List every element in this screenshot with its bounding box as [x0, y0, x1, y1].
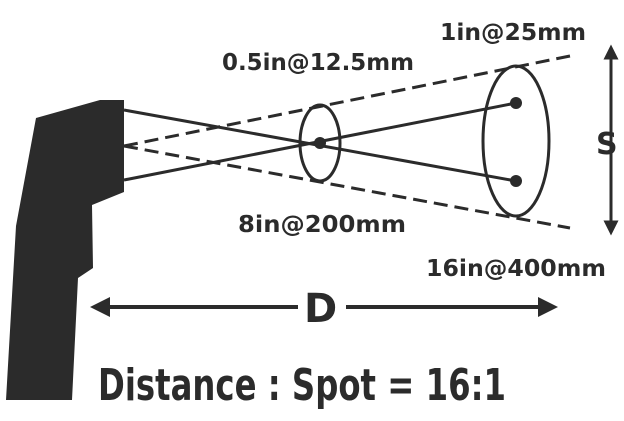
- far-distance-label: 16in@400mm: [426, 256, 606, 282]
- cone-lower-dashed: [123, 144, 571, 230]
- far-spot-dot-lower: [510, 175, 522, 187]
- near-spot-label: 0.5in@12.5mm: [222, 50, 414, 76]
- near-spot-ellipse: [298, 103, 342, 183]
- ratio-caption: Distance : Spot = 16:1: [98, 360, 506, 411]
- cone-upper-dashed: [123, 54, 571, 148]
- far-spot-dot-upper: [510, 97, 522, 109]
- far-spot-label: 1in@25mm: [440, 20, 586, 46]
- near-distance-label: 8in@200mm: [238, 212, 406, 238]
- far-spot-ellipse: [481, 64, 551, 218]
- distance-symbol-label: D: [304, 286, 337, 332]
- spot-symbol-label: S: [596, 127, 618, 162]
- infrared-thermometer-icon: [6, 100, 124, 400]
- near-spot-dot: [314, 137, 326, 149]
